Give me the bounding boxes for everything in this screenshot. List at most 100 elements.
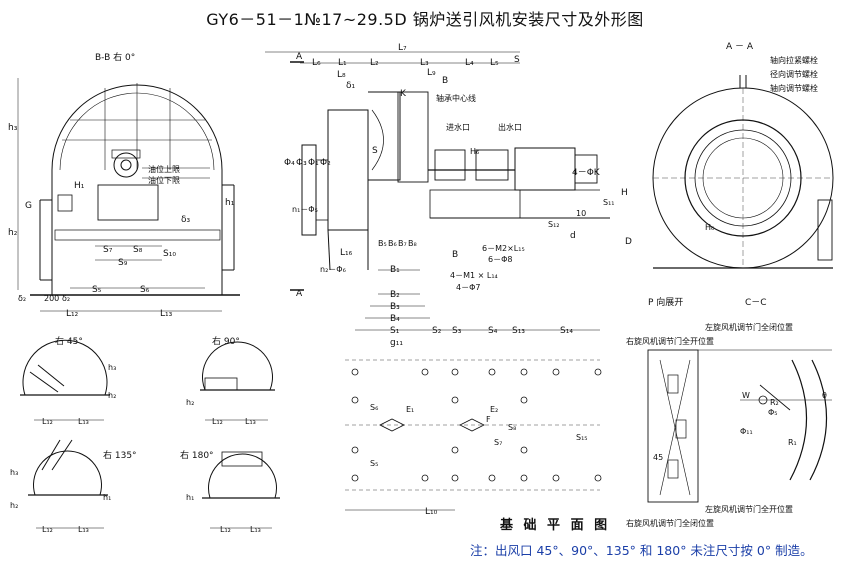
svg-text:右 45°: 右 45°: [55, 335, 83, 347]
svg-text:S: S: [372, 146, 378, 156]
svg-text:R₁: R₁: [788, 438, 797, 447]
svg-text:S₈: S₈: [508, 423, 516, 432]
svg-text:L₄: L₄: [465, 58, 474, 68]
svg-text:L₁₃: L₁₃: [245, 417, 256, 426]
svg-text:L₂: L₂: [370, 58, 379, 68]
foundation-plan: E₁ E₂ F S₆ S₅ S₇ S₈ S₁₅ L₁₀: [345, 359, 602, 517]
svg-text:S₅: S₅: [370, 459, 378, 468]
svg-text:L₁₂: L₁₂: [66, 309, 79, 319]
svg-text:S: S: [514, 55, 520, 65]
svg-text:δ₃: δ₃: [181, 215, 191, 225]
svg-text:左旋风机调节门全闭位置: 左旋风机调节门全闭位置: [705, 322, 793, 332]
svg-text:B₃: B₃: [390, 302, 400, 312]
svg-text:200: 200: [44, 294, 59, 303]
svg-text:45: 45: [653, 453, 663, 462]
svg-text:S₇: S₇: [103, 245, 113, 255]
water-inlet-label: 进水口: [446, 122, 470, 132]
svg-text:K: K: [400, 89, 407, 99]
svg-text:S₄: S₄: [488, 326, 498, 336]
svg-text:E₁: E₁: [406, 405, 414, 414]
svg-text:S₁₄: S₁₄: [560, 326, 573, 336]
svg-text:h₁: h₁: [103, 493, 111, 502]
svg-text:L₅: L₅: [490, 58, 499, 68]
svg-text:4－Φ7: 4－Φ7: [456, 283, 480, 292]
svg-text:S₇: S₇: [494, 438, 502, 447]
svg-text:Φ₄: Φ₄: [284, 158, 295, 168]
svg-text:S₁₂: S₁₂: [548, 220, 560, 229]
svg-text:H₆: H₆: [470, 147, 479, 156]
svg-text:4－ΦK: 4－ΦK: [572, 168, 601, 178]
svg-text:δ₂: δ₂: [18, 294, 26, 303]
svg-text:L₉: L₉: [427, 68, 436, 78]
svg-text:B₁: B₁: [390, 265, 400, 275]
svg-text:A － A: A － A: [726, 42, 754, 52]
svg-text:A: A: [296, 289, 303, 299]
svg-text:S₆: S₆: [370, 403, 378, 412]
svg-text:h₂: h₂: [10, 501, 18, 510]
svg-text:Φ₁: Φ₁: [308, 158, 319, 168]
svg-text:δ₂: δ₂: [62, 294, 70, 303]
svg-text:H₆: H₆: [705, 223, 714, 232]
variant-45: 右 45° h₃ h₂ L₁₂ L₁₃: [20, 335, 116, 426]
svg-text:6－Φ8: 6－Φ8: [488, 255, 512, 264]
svg-text:S₁₅: S₁₅: [576, 433, 588, 442]
svg-text:B: B: [452, 250, 458, 260]
svg-text:H₁: H₁: [74, 181, 85, 191]
view-bb-label: B-B 右 0°: [95, 51, 135, 63]
svg-text:L₁₃: L₁₃: [78, 417, 89, 426]
svg-text:B₄: B₄: [390, 314, 400, 324]
svg-text:h₁: h₁: [225, 198, 235, 208]
bearing-center-label: 轴承中心线: [436, 93, 476, 103]
variant-180: 右 180° h₁ L₁₂ L₁₃: [180, 449, 280, 534]
svg-text:B₇: B₇: [398, 239, 407, 248]
svg-text:S₈: S₈: [133, 245, 143, 255]
svg-text:h₃: h₃: [10, 468, 18, 477]
svg-text:Φ₁₁: Φ₁₁: [740, 427, 753, 436]
svg-text:A: A: [296, 52, 303, 62]
svg-text:g₁₁: g₁₁: [390, 338, 403, 348]
svg-text:L₁: L₁: [338, 58, 347, 68]
svg-text:S₁: S₁: [390, 326, 400, 336]
svg-text:6－M2×L₁₅: 6－M2×L₁₅: [482, 244, 525, 253]
svg-text:L₆: L₆: [312, 58, 321, 68]
foundation-plan-title: 基 础 平 面 图: [500, 518, 611, 533]
oil-upper-label: 油位上限: [148, 164, 180, 174]
drawing-title: GY6－51－1№17~29.5D 锅炉送引风机安装尺寸及外形图: [206, 10, 644, 29]
svg-text:左旋风机调节门全开位置: 左旋风机调节门全开位置: [705, 504, 793, 514]
view-side: L₇ L₆ L₁ L₂ L₃ L₄ L₅ S L₉ L₈ A A K B 轴承中…: [265, 43, 632, 348]
svg-text:轴向调节螺栓: 轴向调节螺栓: [770, 83, 818, 93]
footnote: 注：出风口 45°、90°、135° 和 180° 未注尺寸按 0° 制造。: [470, 543, 813, 558]
svg-text:右 135°: 右 135°: [103, 449, 137, 461]
view-p-cc: P 向展开 C－C 左旋风机调节门全闭位置 右旋风机调节门全开位置 左旋风机调节…: [626, 296, 832, 528]
svg-text:h₂: h₂: [186, 398, 194, 407]
svg-text:Φ₅: Φ₅: [768, 408, 778, 417]
svg-text:L₁₂: L₁₂: [220, 525, 231, 534]
svg-text:右旋风机调节门全闭位置: 右旋风机调节门全闭位置: [626, 518, 714, 528]
svg-text:Φ₂: Φ₂: [320, 158, 331, 168]
view-aa: A － A 轴向拉紧螺栓 径向调节螺栓 轴向调节螺栓 H₆: [652, 42, 834, 269]
svg-text:右 90°: 右 90°: [212, 335, 240, 347]
svg-text:E₂: E₂: [490, 405, 498, 414]
svg-text:B₆: B₆: [388, 239, 397, 248]
svg-text:W: W: [742, 391, 750, 400]
svg-text:n₂－Φ₆: n₂－Φ₆: [320, 265, 346, 274]
svg-text:4－M1 × L₁₄: 4－M1 × L₁₄: [450, 271, 498, 280]
svg-text:B₅: B₅: [378, 239, 387, 248]
svg-text:Φ₃: Φ₃: [296, 158, 307, 168]
svg-text:S₉: S₉: [118, 258, 128, 268]
water-outlet-label: 出水口: [498, 122, 522, 132]
svg-text:h₁: h₁: [186, 493, 194, 502]
svg-text:L₁₃: L₁₃: [160, 309, 173, 319]
svg-text:S₁₁: S₁₁: [603, 198, 615, 207]
svg-text:n₁－Φ₅: n₁－Φ₅: [292, 205, 318, 214]
svg-text:B: B: [442, 76, 448, 86]
svg-text:R₂: R₂: [770, 398, 779, 407]
oil-lower-label: 油位下限: [148, 175, 180, 185]
svg-text:L₃: L₃: [420, 58, 429, 68]
svg-text:右 180°: 右 180°: [180, 449, 214, 461]
svg-text:S₂: S₂: [432, 326, 442, 336]
svg-text:P 向展开: P 向展开: [648, 296, 683, 308]
svg-text:d: d: [570, 231, 576, 241]
svg-text:10: 10: [576, 209, 586, 218]
svg-text:右旋风机调节门全开位置: 右旋风机调节门全开位置: [626, 336, 714, 346]
